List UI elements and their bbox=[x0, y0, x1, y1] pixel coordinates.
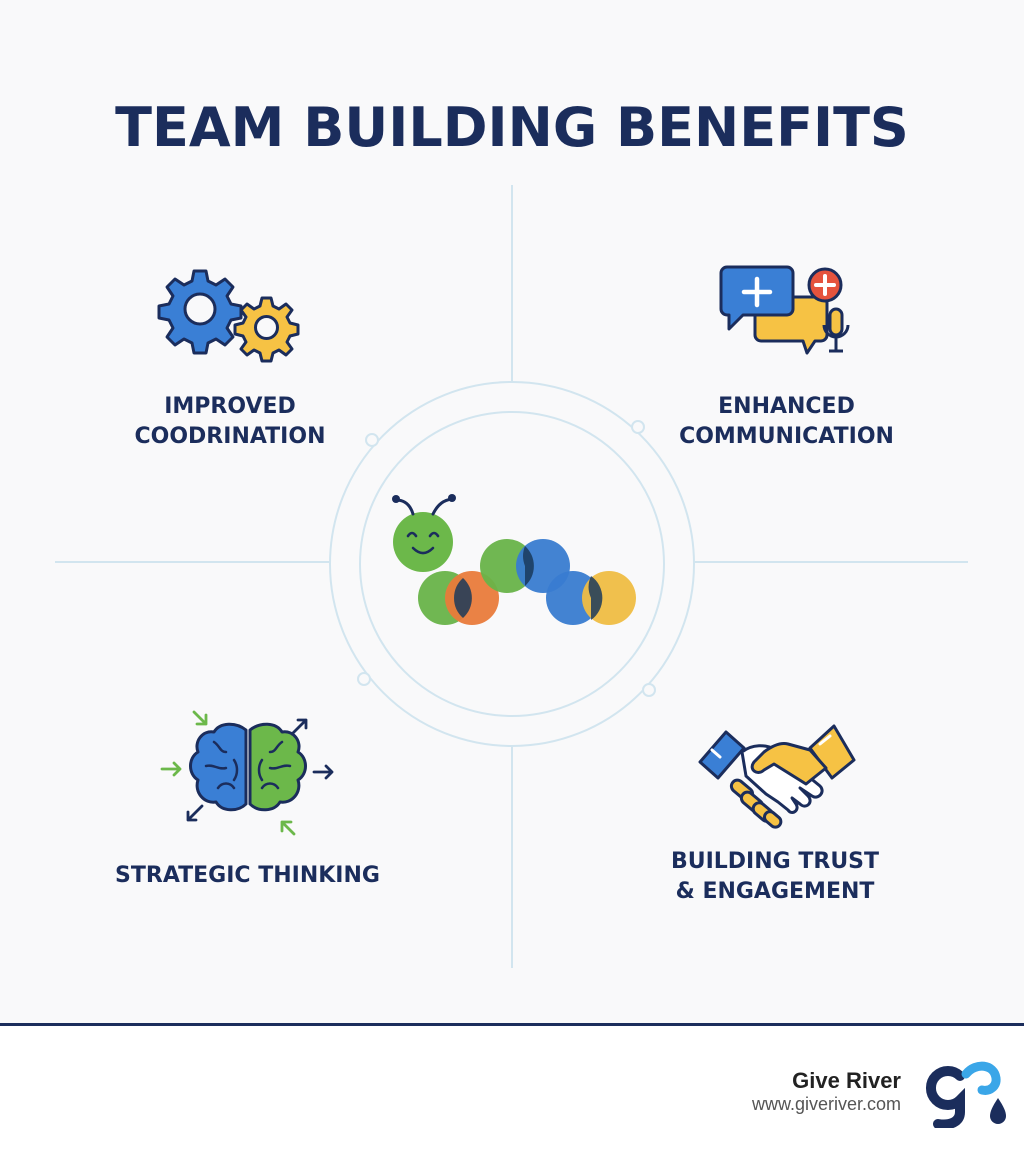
ring-node bbox=[365, 433, 379, 447]
ring-node bbox=[631, 420, 645, 434]
caterpillar-icon bbox=[392, 494, 636, 625]
benefit-line2: COODRINATION bbox=[134, 424, 326, 449]
handshake-icon bbox=[698, 724, 856, 829]
benefit-line1: STRATEGIC THINKING bbox=[115, 863, 380, 888]
benefit-line1: BUILDING TRUST bbox=[670, 849, 880, 874]
gears-icon bbox=[157, 269, 300, 363]
benefit-label-coordination: IMPROVED COODRINATION bbox=[110, 392, 350, 452]
footer: Give River www.giveriver.com bbox=[0, 1023, 1024, 1157]
ring-node bbox=[357, 672, 371, 686]
give-river-logo-icon bbox=[925, 1061, 1006, 1128]
inner-ring bbox=[359, 411, 665, 717]
chat-bubbles-microphone-icon bbox=[719, 265, 850, 355]
benefit-line1: IMPROVED bbox=[164, 394, 296, 419]
brand-name: Give River bbox=[792, 1068, 901, 1093]
benefit-line2: COMMUNICATION bbox=[679, 424, 894, 449]
brain-arrows-icon bbox=[160, 710, 334, 836]
page-title: TEAM BUILDING BENEFITS bbox=[115, 96, 909, 159]
benefit-line2: & ENGAGEMENT bbox=[675, 879, 875, 904]
ring-node bbox=[642, 683, 656, 697]
benefit-line1: ENHANCED bbox=[718, 394, 855, 419]
benefit-label-strategic-thinking: STRATEGIC THINKING bbox=[100, 861, 395, 891]
brand-url[interactable]: www.giveriver.com bbox=[751, 1094, 901, 1114]
benefit-label-communication: ENHANCED COMMUNICATION bbox=[654, 392, 919, 452]
outer-ring bbox=[329, 381, 695, 747]
benefit-label-trust-engagement: BUILDING TRUST & ENGAGEMENT bbox=[650, 847, 900, 907]
